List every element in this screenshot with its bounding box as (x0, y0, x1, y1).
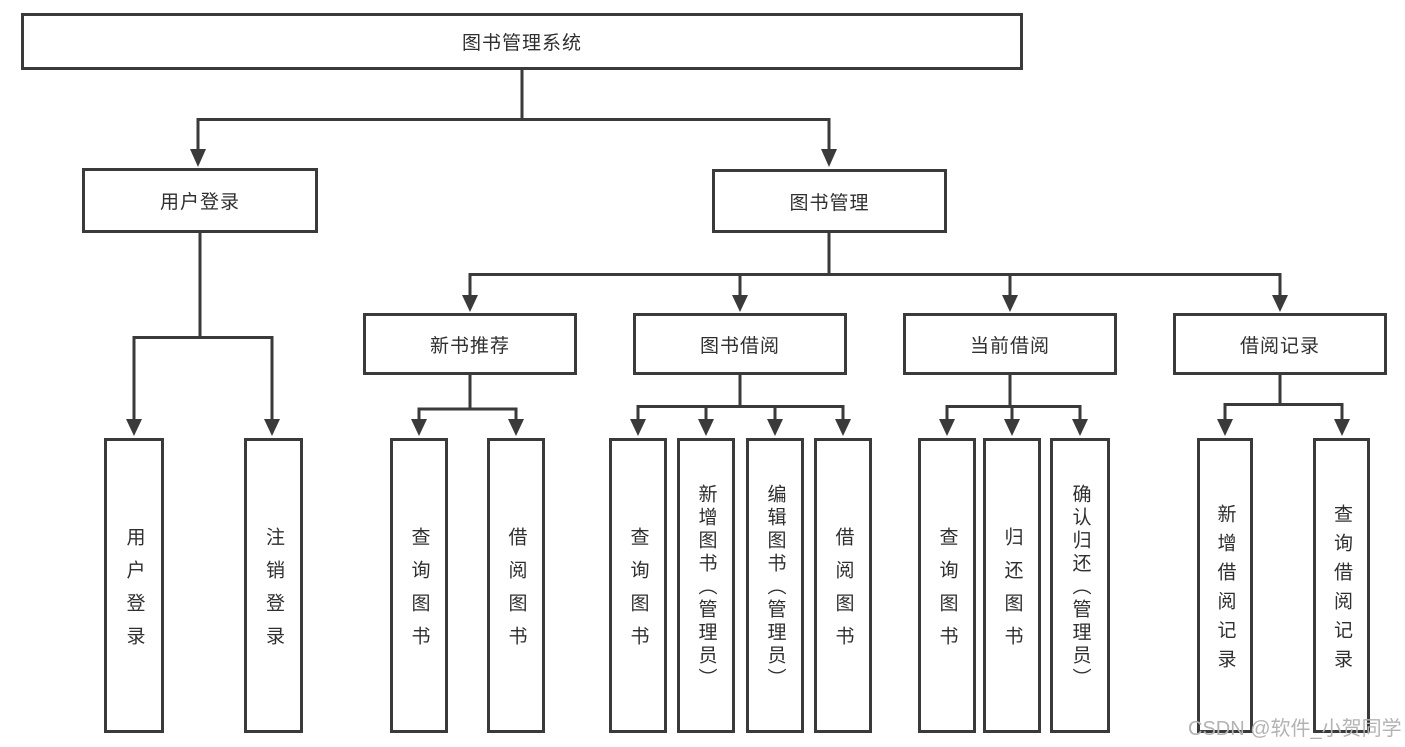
node-label: 查询借阅记录 (1331, 503, 1352, 678)
node-label: 新增图书（管理员） (695, 484, 717, 691)
node-label: 用户登录 (159, 192, 240, 213)
node-label: 借阅图书 (832, 526, 854, 659)
node-new-book-recommend: 新书推荐 (363, 313, 577, 375)
node-current-borrowing: 当前借阅 (903, 313, 1117, 375)
connector-userlogin-to-children (126, 233, 280, 436)
node-book-management: 图书管理 (712, 169, 947, 233)
node-label: 图书管理 (789, 192, 870, 214)
node-user-login: 用户登录 (82, 168, 318, 233)
connector-borrowrecord-to-children (1217, 375, 1350, 436)
node-label: 用户登录 (123, 526, 145, 659)
node-label: 编辑图书（管理员） (764, 484, 786, 691)
leaf-borrow-borrow-books: 借阅图书 (814, 438, 872, 733)
leaf-user-login: 用户登录 (104, 438, 164, 733)
node-label: 查询图书 (627, 526, 649, 659)
leaf-logout: 注销登录 (244, 438, 303, 733)
node-label: 新书推荐 (429, 335, 510, 357)
node-label: 借阅记录 (1239, 335, 1320, 357)
node-label: 当前借阅 (969, 335, 1050, 357)
node-book-borrowing: 图书借阅 (633, 313, 847, 375)
node-label: 图书管理系统 (461, 33, 582, 54)
node-label: 查询图书 (408, 526, 430, 659)
node-label: 查询图书 (936, 526, 958, 659)
connector-bookmgmt-to-level3 (462, 233, 1288, 312)
leaf-newbook-query-books: 查询图书 (390, 438, 448, 733)
leaf-current-return-books: 归还图书 (983, 438, 1041, 733)
leaf-current-query-books: 查询图书 (918, 438, 976, 733)
node-label: 归还图书 (1001, 526, 1023, 659)
leaf-borrow-query-books: 查询图书 (609, 438, 667, 733)
csdn-watermark: CSDN @软件_小贺同学 (1188, 718, 1402, 740)
leaf-newbook-borrow-books: 借阅图书 (487, 438, 545, 733)
leaf-record-add-borrow-record: 新增借阅记录 (1197, 438, 1253, 733)
node-root-system: 图书管理系统 (21, 13, 1023, 70)
connector-newbook-to-children (411, 375, 524, 436)
node-label: 注销登录 (263, 526, 284, 659)
node-label: 借阅图书 (505, 526, 527, 659)
node-label: 确认归还（管理员） (1069, 484, 1091, 691)
connector-currentborrow-to-children (939, 375, 1088, 436)
connector-bookborrow-to-children (630, 375, 851, 436)
node-label: 图书借阅 (699, 335, 780, 357)
leaf-borrow-add-books-admin: 新增图书（管理员） (677, 438, 735, 733)
leaf-current-confirm-return-admin: 确认归还（管理员） (1050, 438, 1110, 733)
node-borrowing-records: 借阅记录 (1173, 313, 1387, 375)
connector-root-to-level2 (190, 68, 837, 167)
node-label: 新增借阅记录 (1214, 503, 1236, 678)
leaf-borrow-edit-books-admin: 编辑图书（管理员） (746, 438, 804, 733)
leaf-record-query-borrow-record: 查询借阅记录 (1313, 438, 1370, 733)
